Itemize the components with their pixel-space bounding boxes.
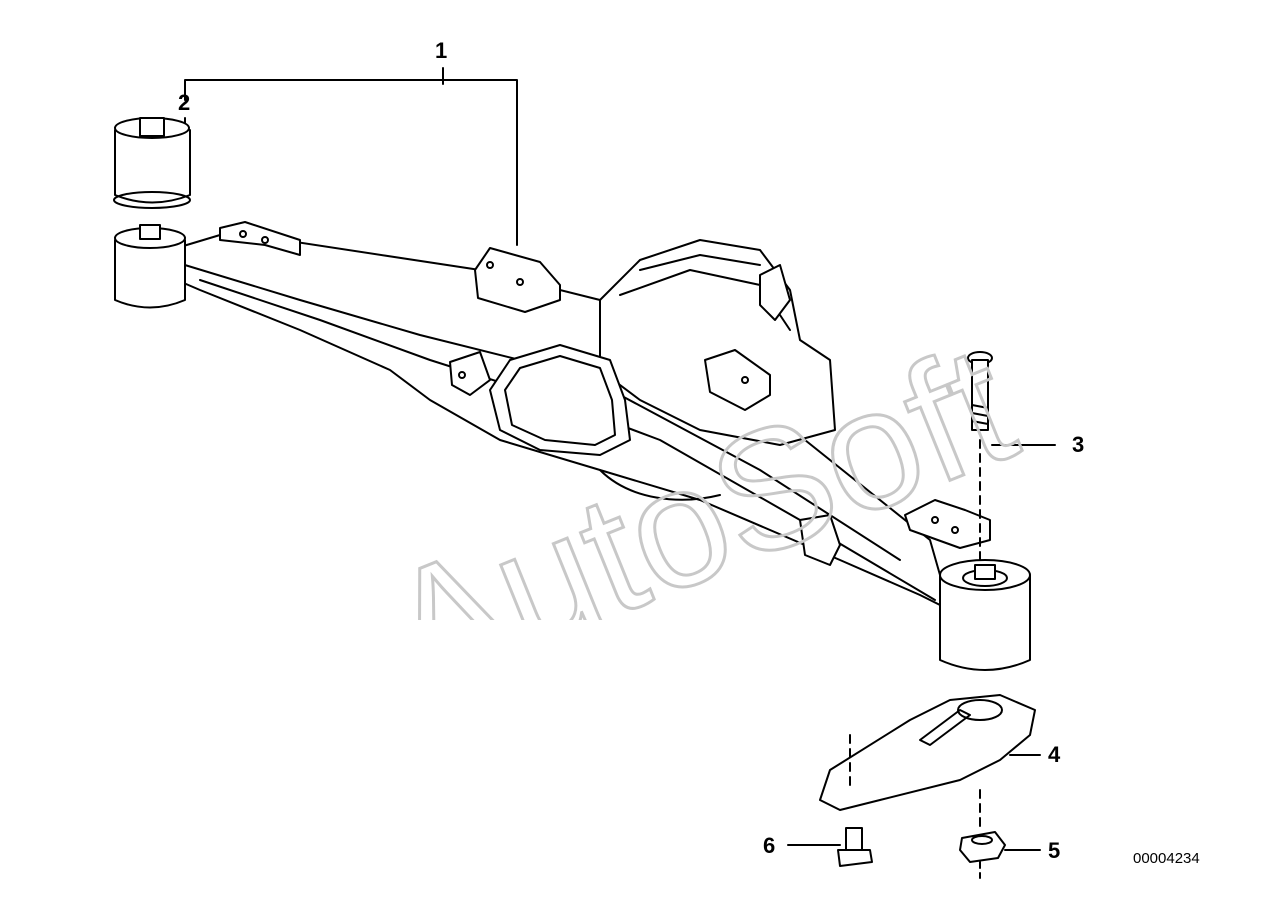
callout-3: 3 xyxy=(1072,432,1085,457)
callout-5: 5 xyxy=(1048,838,1061,863)
screw-part-6 xyxy=(787,827,873,867)
right-carrier-bushing xyxy=(939,559,1031,671)
callout-6: 6 xyxy=(763,833,776,858)
bolt-part-3 xyxy=(967,351,1056,446)
rubber-mount-part-2 xyxy=(113,117,191,209)
callout-1: 1 xyxy=(435,38,448,63)
nut-part-5 xyxy=(959,831,1041,879)
left-carrier-bushing xyxy=(114,224,186,309)
callout-4: 4 xyxy=(1048,742,1061,767)
axle-carrier-body xyxy=(164,221,991,611)
diagram-id: 00004234 xyxy=(1133,850,1200,867)
support-bracket-part-4 xyxy=(819,694,1041,831)
callout-2: 2 xyxy=(178,90,191,115)
callout-1-leader xyxy=(184,67,518,246)
